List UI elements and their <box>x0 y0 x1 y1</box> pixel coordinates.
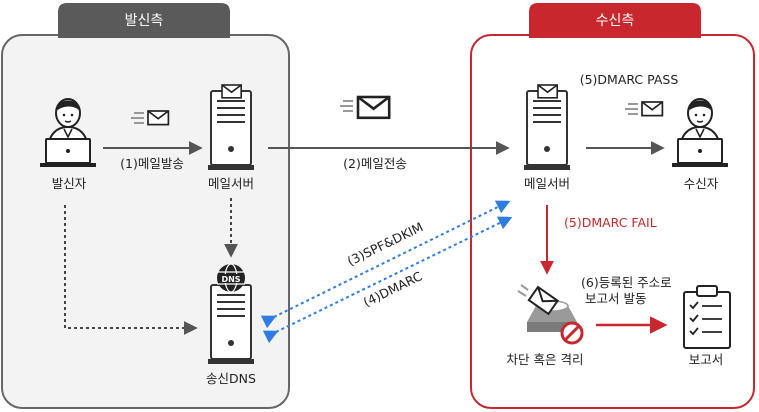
report-icon <box>683 285 731 349</box>
receiver-mail-server-icon <box>523 90 571 171</box>
sender-label: 발신자 <box>52 176 87 191</box>
envelope-icon <box>147 110 170 126</box>
report-label: 보고서 <box>689 352 724 367</box>
speed-lines-icon <box>339 100 354 112</box>
step1-label: (1)메일발송 <box>120 156 184 171</box>
envelope-icon <box>537 84 559 99</box>
quarantine-label: 차단 혹은 격리 <box>507 352 584 367</box>
dmarc-arrow <box>262 216 513 344</box>
sender-panel-tab <box>58 3 230 38</box>
step4-label: (4)DMARC <box>361 268 425 309</box>
sender-dns-server-icon <box>207 284 255 365</box>
sender-mail-server-label: 메일서버 <box>208 176 254 191</box>
step3-label: (3)SPF&DKIM <box>345 219 426 269</box>
step6-label-line1: (6)등록된 주소로 <box>581 275 672 290</box>
dns-badge-text: DNS <box>221 275 240 284</box>
sender-dns-label: 송신DNS <box>206 371 256 386</box>
envelope-icon <box>221 84 242 99</box>
step6-label-line2: 보고서 발동 <box>585 291 646 306</box>
dns-globe-icon: DNS <box>217 263 245 293</box>
sender-mail-server-icon <box>207 90 255 171</box>
envelope-icon <box>356 95 391 120</box>
receiver-mail-server-label: 메일서버 <box>524 176 570 191</box>
sender-to-dns-arrow <box>64 205 198 335</box>
receiver-panel-tab <box>529 3 701 38</box>
receiver-panel-title: 수신측 <box>596 13 635 29</box>
step5-pass-label: (5)DMARC PASS <box>580 72 679 87</box>
quarantine-icon <box>517 284 584 345</box>
sender-panel-title: 발신측 <box>125 13 164 29</box>
step5-fail-label: (5)DMARC FAIL <box>564 215 657 230</box>
envelope-icon <box>641 101 664 117</box>
step2-label: (2)메일전송 <box>343 156 407 171</box>
receiver-label: 수신자 <box>684 176 719 191</box>
